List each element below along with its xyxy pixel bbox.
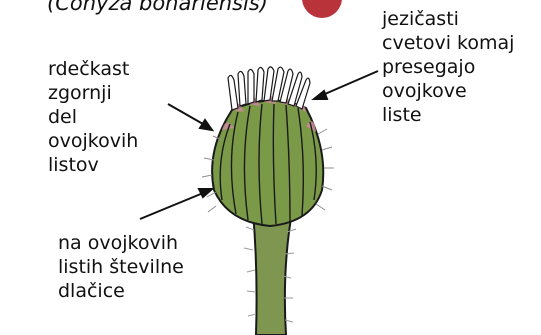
label-line: liste (382, 103, 514, 127)
label-line: na ovojkovih (58, 231, 184, 255)
red-badge (302, 0, 342, 18)
label-line: jezičasti (382, 7, 514, 31)
label-line: rdečkast (48, 57, 138, 81)
label-line: dlačice (58, 279, 184, 303)
label-reddish-bracts: rdečkast zgornji del ovojkovih listov (48, 57, 138, 177)
label-line: listov (48, 153, 138, 177)
stem (253, 212, 292, 335)
label-line: del (48, 105, 138, 129)
label-line: listih številne (58, 255, 184, 279)
label-line: ovojkove (382, 79, 514, 103)
label-ray-florets: jezičasti cvetovi komaj presegajo ovojko… (382, 7, 514, 127)
label-hairs: na ovojkovih listih številne dlačice (58, 231, 184, 303)
label-line: zgornji (48, 81, 138, 105)
label-line: cvetovi komaj (382, 31, 514, 55)
involucre (212, 100, 323, 226)
label-line: presegajo (382, 55, 514, 79)
label-line: ovojkovih (48, 129, 138, 153)
